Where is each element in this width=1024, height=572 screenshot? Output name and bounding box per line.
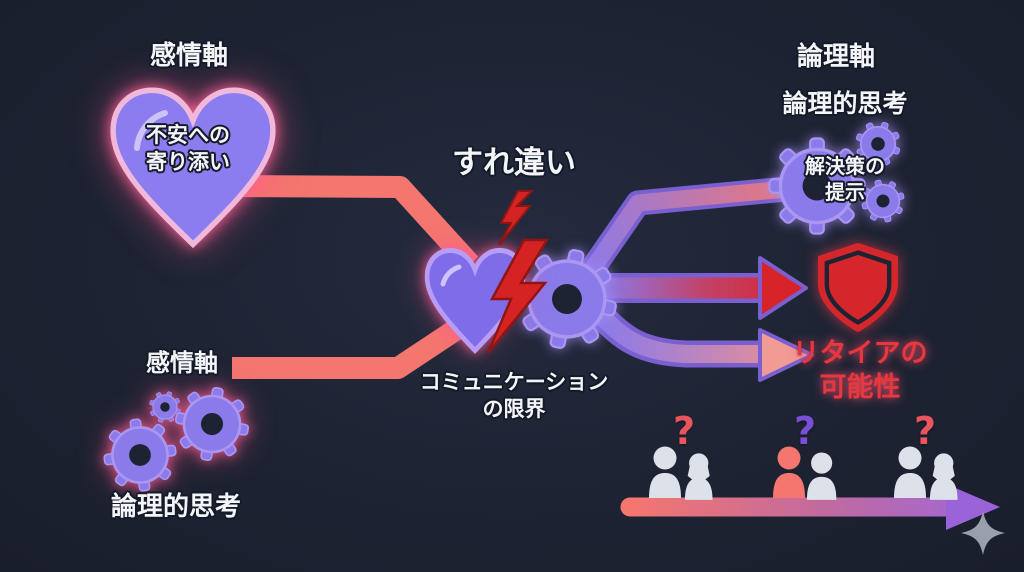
small-lightning-icon [498, 190, 535, 246]
people-pair-1 [649, 446, 713, 500]
people-pair-3 [894, 446, 958, 500]
arrow-to-shield [600, 256, 808, 320]
solution-line2: 提示 [825, 180, 865, 204]
solution-gear-text: 解決策の 提示 [775, 153, 915, 205]
connector-emotion-top [237, 175, 479, 272]
heart-text: 不安への 寄り添い [113, 122, 263, 177]
retire-risk-text: リタイアの 可能性 [780, 337, 940, 405]
heart-text-line1: 不安への [146, 123, 230, 147]
connector-emotion-bottom [232, 305, 485, 379]
logical-thinking-label-bottom: 論理的思考 [110, 492, 241, 522]
shield-icon [818, 242, 898, 333]
arrow-to-risk [588, 302, 814, 382]
timeline-arrow [620, 484, 1000, 530]
question-mark-1: ? [672, 409, 696, 453]
mismatch-title: すれ違い [452, 145, 576, 181]
sparkle-icon [961, 511, 1005, 555]
caption-line1: コミュニケーション [419, 370, 609, 394]
risk-line2: 可能性 [819, 371, 901, 403]
solution-line1: 解決策の [805, 154, 885, 178]
communication-caption: コミュニケーション の限界 [404, 369, 624, 424]
logical-thinking-label-top: 論理的思考 [782, 89, 908, 118]
emotion-axis-label-top: 感情軸 [149, 41, 228, 71]
center-heart-icon [427, 250, 523, 350]
connector-logic-top [562, 173, 820, 305]
heart-text-line2: 寄り添い [146, 150, 230, 175]
risk-line1: リタイアの [792, 338, 928, 369]
emotion-axis-label-bottom: 感情軸 [146, 349, 218, 377]
logic-axis-label: 論理軸 [796, 42, 875, 72]
logic-gears-icon [98, 380, 256, 497]
empathy-heart-icon [113, 90, 273, 244]
question-mark-2: ? [793, 409, 817, 453]
people-pair-2 [773, 446, 837, 500]
caption-line2: の限界 [482, 397, 546, 422]
question-mark-3: ? [913, 409, 937, 453]
